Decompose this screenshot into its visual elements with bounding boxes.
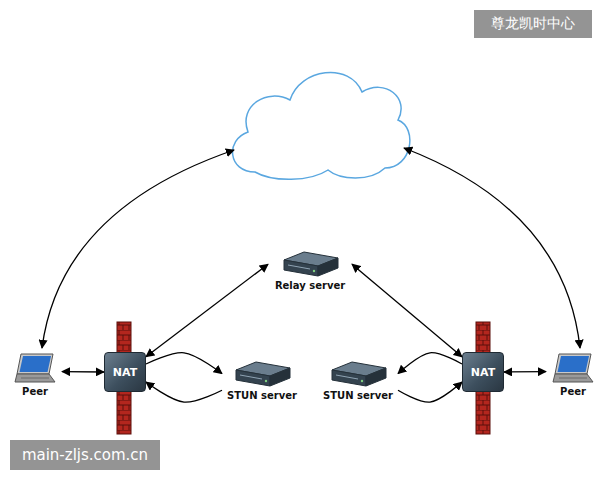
stun-server: STUN server bbox=[222, 358, 302, 410]
node-label: STUN server bbox=[323, 390, 393, 401]
laptop-icon bbox=[13, 352, 57, 386]
server-icon bbox=[232, 358, 292, 390]
relay-server: Relay server bbox=[268, 248, 352, 302]
cloud-link-arrow bbox=[42, 150, 234, 348]
node-label: NAT bbox=[113, 366, 137, 379]
nat-router: NAT bbox=[104, 352, 146, 392]
nat-router: NAT bbox=[462, 352, 504, 392]
connector-arrow bbox=[146, 353, 222, 374]
watermark-text: main-zljs.com.cn bbox=[10, 440, 160, 470]
node-label: Relay server bbox=[275, 280, 345, 291]
connector-arrow bbox=[352, 264, 462, 357]
node-label: Peer bbox=[22, 386, 48, 397]
stun-server: STUN server bbox=[318, 358, 398, 410]
internet-cloud bbox=[233, 72, 410, 179]
connector-arrow bbox=[398, 382, 462, 402]
connector-arrow bbox=[62, 371, 104, 373]
node-label: Peer bbox=[560, 386, 586, 397]
connector-arrow bbox=[398, 353, 462, 374]
watermark-text: 尊龙凯时中心 bbox=[474, 10, 592, 38]
peer-laptop: Peer bbox=[8, 352, 62, 408]
node-label: NAT bbox=[471, 366, 495, 379]
peer-laptop: Peer bbox=[546, 352, 600, 408]
connector-arrow bbox=[146, 382, 222, 402]
server-icon bbox=[328, 358, 388, 390]
laptop-icon bbox=[551, 352, 595, 386]
connector-arrow bbox=[146, 264, 268, 357]
server-icon bbox=[280, 248, 340, 280]
cloud-link-arrow bbox=[404, 148, 580, 348]
node-label: STUN server bbox=[227, 390, 297, 401]
connector-arrow bbox=[504, 371, 546, 373]
